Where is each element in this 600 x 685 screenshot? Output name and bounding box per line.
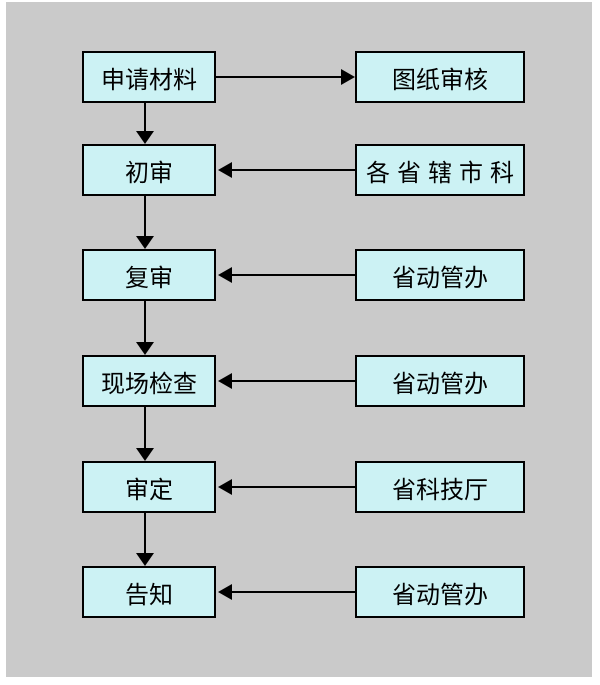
node-preliminary-review: 初审	[82, 144, 216, 196]
node-province-admin-office-3: 省动管办	[355, 566, 525, 618]
node-province-admin-office-2: 省动管办	[355, 355, 525, 407]
arrow-line-city-sections-to-preliminary	[232, 169, 355, 171]
arrow-head-right-icon	[341, 69, 355, 85]
arrow-line-admin-office-to-inspection	[232, 380, 355, 382]
arrow-line-apply-to-preliminary	[144, 103, 146, 131]
arrow-head-left-icon	[218, 162, 232, 178]
node-drawing-review: 图纸审核	[355, 51, 525, 103]
node-application-materials: 申请材料	[82, 51, 216, 103]
arrow-line-approval-to-notify	[144, 513, 146, 553]
node-science-tech-department: 省科技厅	[355, 461, 525, 513]
node-second-review: 复审	[82, 249, 216, 301]
flowchart-canvas: 申请材料 初审 复审 现场检查 审定 告知 图纸审核 各省辖市科 省动管办 省动…	[6, 2, 592, 677]
arrow-line-preliminary-to-second	[144, 196, 146, 236]
node-province-admin-office-1: 省动管办	[355, 249, 525, 301]
arrow-head-left-icon	[218, 267, 232, 283]
arrow-head-down-icon	[136, 448, 154, 461]
arrow-line-second-to-inspection	[144, 301, 146, 342]
arrow-head-left-icon	[218, 373, 232, 389]
arrow-line-inspection-to-approval	[144, 407, 146, 448]
arrow-line-admin-office-to-notify	[232, 591, 355, 593]
arrow-head-down-icon	[136, 553, 154, 566]
node-city-science-sections: 各省辖市科	[355, 144, 525, 196]
node-notification: 告知	[82, 566, 216, 618]
arrow-head-down-icon	[136, 342, 154, 355]
arrow-line-admin-office-to-second	[232, 274, 355, 276]
arrow-head-left-icon	[218, 479, 232, 495]
arrow-line-apply-to-drawing-review	[216, 76, 341, 78]
node-site-inspection: 现场检查	[82, 355, 216, 407]
arrow-head-down-icon	[136, 236, 154, 249]
arrow-head-down-icon	[136, 131, 154, 144]
arrow-head-left-icon	[218, 584, 232, 600]
arrow-line-science-dept-to-approval	[232, 486, 355, 488]
node-final-approval: 审定	[82, 461, 216, 513]
